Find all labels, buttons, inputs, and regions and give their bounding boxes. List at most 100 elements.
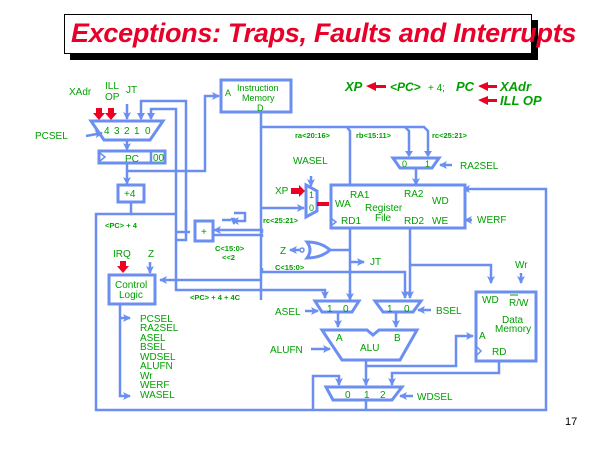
rb-field-label: rb<15:11> bbox=[356, 131, 392, 140]
bsel-mux-port: 1 bbox=[387, 304, 393, 315]
asel-mux bbox=[312, 299, 362, 314]
annotation-plus4: + 4; bbox=[428, 83, 445, 94]
ra-field-label: ra<20:16> bbox=[295, 131, 331, 140]
asel-mux-port: 0 bbox=[343, 304, 349, 315]
werf-label: WERF bbox=[477, 215, 506, 226]
branch-target-label: <PC> + 4 + 4C bbox=[190, 293, 241, 302]
red-arrow-left-icon bbox=[478, 82, 497, 91]
pcsel-label: PCSEL bbox=[35, 131, 68, 142]
pc-mux-port: 2 bbox=[124, 126, 130, 137]
pc-mux-ports: 4 3 2 1 0 bbox=[104, 126, 151, 137]
control-output: BSEL bbox=[140, 342, 166, 353]
branch-c-label: C<15:0> bbox=[215, 244, 245, 253]
wasel-label: WASEL bbox=[293, 156, 328, 167]
rf-ra2: RA2 bbox=[404, 189, 424, 200]
z-input-label: Z bbox=[148, 249, 154, 260]
xadr-label: XAdr bbox=[69, 87, 92, 98]
slide-title: Exceptions: Traps, Faults and Interrupts bbox=[71, 18, 577, 48]
alu bbox=[319, 328, 420, 362]
xadr-red-arrow-icon bbox=[93, 108, 105, 120]
control-output: WDSEL bbox=[140, 352, 176, 363]
control-output: RA2SEL bbox=[140, 323, 179, 334]
wa-mux-port: 0 bbox=[309, 203, 314, 213]
dmem-rw: R/W bbox=[509, 298, 529, 309]
xp-label: XP bbox=[275, 186, 289, 197]
irq-label: IRQ bbox=[113, 249, 131, 260]
title-box: Exceptions: Traps, Faults and Interrupts bbox=[64, 14, 576, 54]
control-output: WERF bbox=[140, 380, 169, 391]
pc-plus4-label: <PC> + 4 bbox=[105, 221, 138, 230]
control-output: Wr bbox=[140, 371, 153, 382]
pc-mux-port: 4 bbox=[104, 126, 110, 137]
branch-shift-label: <<2 bbox=[222, 253, 235, 262]
rf-wd: WD bbox=[432, 196, 449, 207]
rf-rd1: RD1 bbox=[341, 216, 361, 227]
rf-label-line1: Register bbox=[365, 203, 403, 214]
bsel-mux-port: 0 bbox=[404, 304, 410, 315]
wa-mux-port: 1 bbox=[309, 190, 314, 200]
pc-mux-port: 1 bbox=[134, 126, 140, 137]
annotation-xadr: XAdr bbox=[499, 79, 532, 94]
rf-wa: WA bbox=[335, 199, 351, 210]
pc-register bbox=[97, 149, 167, 165]
red-arrow-left-icon bbox=[478, 96, 497, 105]
wdsel-label: WDSEL bbox=[417, 392, 453, 403]
annotation-pc: PC bbox=[456, 79, 475, 94]
pc-mux-port: 3 bbox=[114, 126, 120, 137]
illop-red-arrow-icon bbox=[105, 108, 117, 120]
annotation-illop: ILL OP bbox=[500, 93, 542, 108]
jt-input-label: JT bbox=[126, 85, 137, 96]
page-number: 17 bbox=[565, 416, 577, 428]
alu-port-b: B bbox=[394, 333, 401, 344]
wdsel-mux-port: 0 bbox=[345, 390, 351, 401]
dmem-wd: WD bbox=[482, 295, 499, 306]
jt-label: JT bbox=[370, 257, 381, 268]
imem-port-a: A bbox=[225, 88, 231, 98]
control-output: ASEL bbox=[140, 333, 166, 344]
wasel-mux bbox=[304, 182, 319, 220]
op-label: OP bbox=[105, 92, 120, 103]
asel-label: ASEL bbox=[275, 307, 301, 318]
plus4-label: +4 bbox=[124, 189, 136, 200]
data-memory bbox=[474, 290, 538, 363]
imem-port-d: D bbox=[257, 103, 264, 113]
bsel-mux bbox=[372, 299, 424, 314]
dmem-rd: RD bbox=[492, 347, 506, 358]
alufn-label: ALUFN bbox=[270, 345, 303, 356]
annotation-pc-expr: <PC> bbox=[390, 80, 421, 94]
rc-field-label: rc<25:21> bbox=[432, 131, 468, 140]
annotation-xp-assign: XP <PC> + 4; PC XAdr ILL OP bbox=[344, 79, 542, 108]
c-field-label: C<15:0> bbox=[275, 263, 305, 272]
control-output: ALUFN bbox=[140, 361, 173, 372]
branch-adder-label: + bbox=[201, 227, 207, 238]
wdsel-mux bbox=[323, 385, 406, 402]
dmem-label-line1: Data bbox=[502, 315, 524, 326]
zero-detect-gate bbox=[304, 240, 333, 260]
dmem-label-line2: Memory bbox=[495, 324, 531, 335]
wa-red-bus bbox=[317, 202, 329, 206]
alu-port-a: A bbox=[336, 333, 343, 344]
imem-label-line2: Memory bbox=[242, 93, 275, 103]
irq-red-arrow-icon bbox=[117, 261, 129, 273]
instruction-memory bbox=[219, 78, 293, 114]
control-logic bbox=[107, 273, 157, 306]
register-file bbox=[329, 183, 467, 230]
control-output: PCSEL bbox=[140, 314, 173, 325]
pc-mux-port: 0 bbox=[145, 126, 151, 137]
rf-we: WE bbox=[432, 216, 448, 227]
rf-ra1: RA1 bbox=[350, 190, 370, 201]
rf-label-line2: File bbox=[375, 213, 392, 224]
ra2sel-mux bbox=[390, 156, 442, 170]
ill-label: ILL bbox=[105, 81, 119, 92]
annotation-xp: XP bbox=[344, 79, 363, 94]
rc-wa-label: rc<25:21> bbox=[263, 216, 299, 225]
ra2sel-label: RA2SEL bbox=[460, 161, 499, 172]
control-output: WASEL bbox=[140, 390, 175, 401]
ra2-mux-port: 1 bbox=[425, 159, 430, 169]
wdsel-mux-port: 1 bbox=[364, 390, 370, 401]
red-arrow-left-icon bbox=[366, 82, 386, 91]
asel-mux-port: 1 bbox=[327, 304, 333, 315]
rf-rd2: RD2 bbox=[404, 216, 424, 227]
ra2-mux-port: 0 bbox=[402, 159, 407, 169]
